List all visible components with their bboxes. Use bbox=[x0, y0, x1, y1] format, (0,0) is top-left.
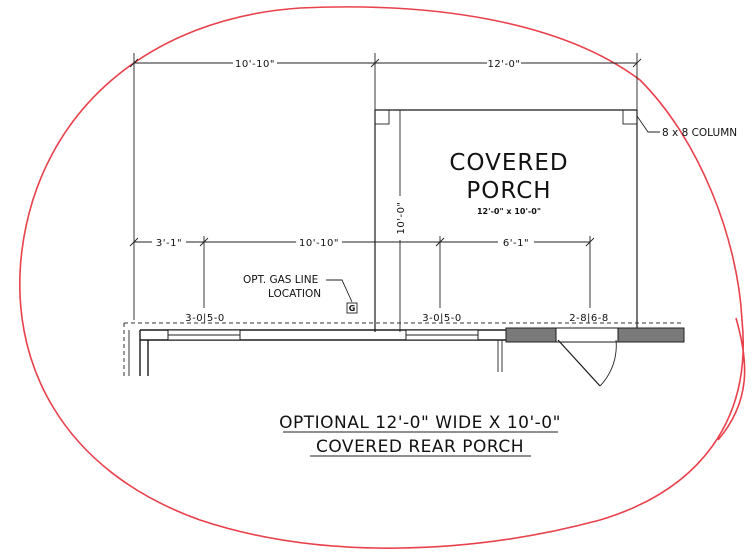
column-callout: 8 x 8 COLUMN bbox=[636, 115, 737, 139]
door-label: 2-8|6-8 bbox=[569, 313, 609, 324]
plan-caption: OPTIONAL 12'-0" WIDE X 10'-0" COVERED RE… bbox=[279, 413, 561, 457]
dim-top-left: 10'-10" bbox=[235, 59, 275, 70]
column-left bbox=[374, 109, 390, 125]
door-swing bbox=[555, 327, 619, 387]
porch-outline bbox=[374, 109, 638, 332]
caption-line2: COVERED REAR PORCH bbox=[316, 437, 524, 457]
porch-title-line2: PORCH bbox=[466, 178, 551, 204]
vertical-dimension: 10'-0" bbox=[393, 196, 407, 240]
caption-line1: OPTIONAL 12'-0" WIDE X 10'-0" bbox=[279, 413, 561, 433]
dim-mid-b: 10'-10" bbox=[299, 238, 339, 249]
dim-top-right: 12'-0" bbox=[487, 59, 520, 70]
wall-segment-right bbox=[617, 327, 685, 343]
column-right bbox=[622, 109, 638, 125]
window-1-label: 3-0|5-0 bbox=[185, 313, 225, 324]
gas-line-label-1: OPT. GAS LINE bbox=[243, 274, 318, 286]
porch-size: 12'-0" x 10'-0" bbox=[477, 207, 541, 216]
gas-line-callout: OPT. GAS LINE LOCATION G bbox=[243, 274, 358, 314]
dim-mid-c: 6'-1" bbox=[503, 238, 529, 249]
dim-mid-a: 3'-1" bbox=[156, 238, 182, 249]
window-2-label: 3-0|5-0 bbox=[422, 313, 462, 324]
porch-title-line1: COVERED bbox=[449, 150, 568, 176]
top-dimensions: 10'-10" 12'-0" bbox=[129, 53, 642, 320]
column-note: 8 x 8 COLUMN bbox=[662, 127, 737, 139]
wall-segment-left bbox=[505, 327, 557, 343]
gas-line-label-2: LOCATION bbox=[268, 288, 321, 300]
gas-outlet-symbol bbox=[346, 302, 358, 314]
gas-outlet-label: G bbox=[349, 304, 356, 313]
dim-vertical: 10'-0" bbox=[396, 201, 407, 234]
middle-dimensions: 3'-1" 10'-10" 6'-1" bbox=[129, 235, 595, 308]
markup-circle bbox=[19, 6, 746, 549]
